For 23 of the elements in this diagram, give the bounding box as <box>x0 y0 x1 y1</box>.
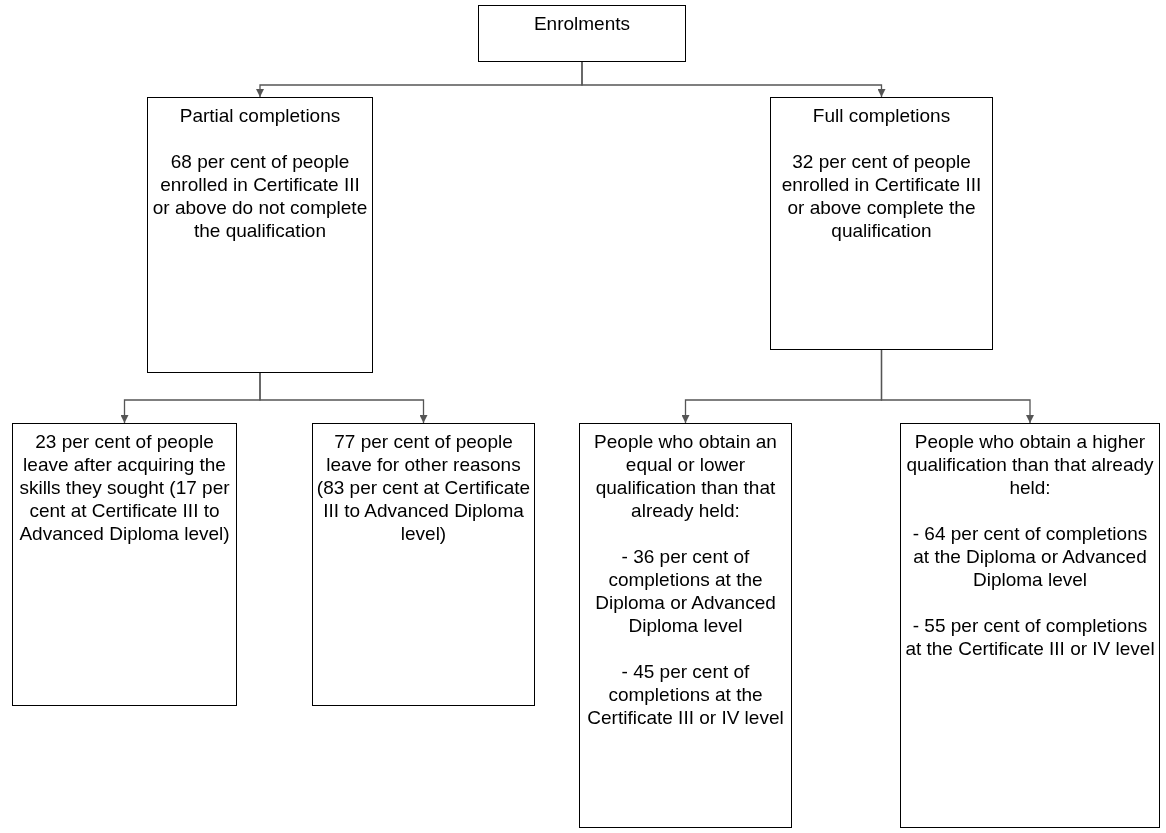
text-box <box>312 423 535 706</box>
text-box <box>478 5 686 62</box>
text-box <box>12 423 237 706</box>
arrow <box>880 349 1034 424</box>
text-box <box>770 97 993 350</box>
box-heading: Partial completions <box>179 104 341 127</box>
arrow <box>259 372 428 424</box>
box-text: - 55 per cent of completions at the Certificate III or IV level <box>904 614 1156 660</box>
arrow <box>581 61 886 98</box>
box-text: 32 per cent of people enrolled in Certificate III or above complete the qualification <box>780 150 983 242</box>
box-text: 23 per cent of people leave after acquiring the skills they sought (17 per cent at Certificate III to Advanced Diploma level) <box>18 430 231 545</box>
text-box <box>147 97 373 373</box>
text-box <box>579 423 792 828</box>
box-text: - 64 per cent of completions at the Diploma or Advanced Diploma level <box>911 522 1149 591</box>
box-text: - 36 per cent of completions at the Diploma or Advanced Diploma level <box>594 545 777 637</box>
box-heading: People who obtain an equal or lower qualification than that already held: <box>593 430 778 522</box>
box-heading: People who obtain a higher qualification than that already held: <box>905 430 1155 499</box>
text-box <box>900 423 1160 828</box>
box-text: Enrolments <box>533 12 631 35</box>
box-heading: Full completions <box>812 104 951 127</box>
box-text: - 45 per cent of completions at the Certificate III or IV level <box>586 660 785 729</box>
box-text: 77 per cent of people leave for other reasons (83 per cent at Certificate III to Advanced Diploma level) <box>316 430 531 545</box>
box-text: 68 per cent of people enrolled in Certificate III or above do not complete the qualification <box>151 150 369 242</box>
